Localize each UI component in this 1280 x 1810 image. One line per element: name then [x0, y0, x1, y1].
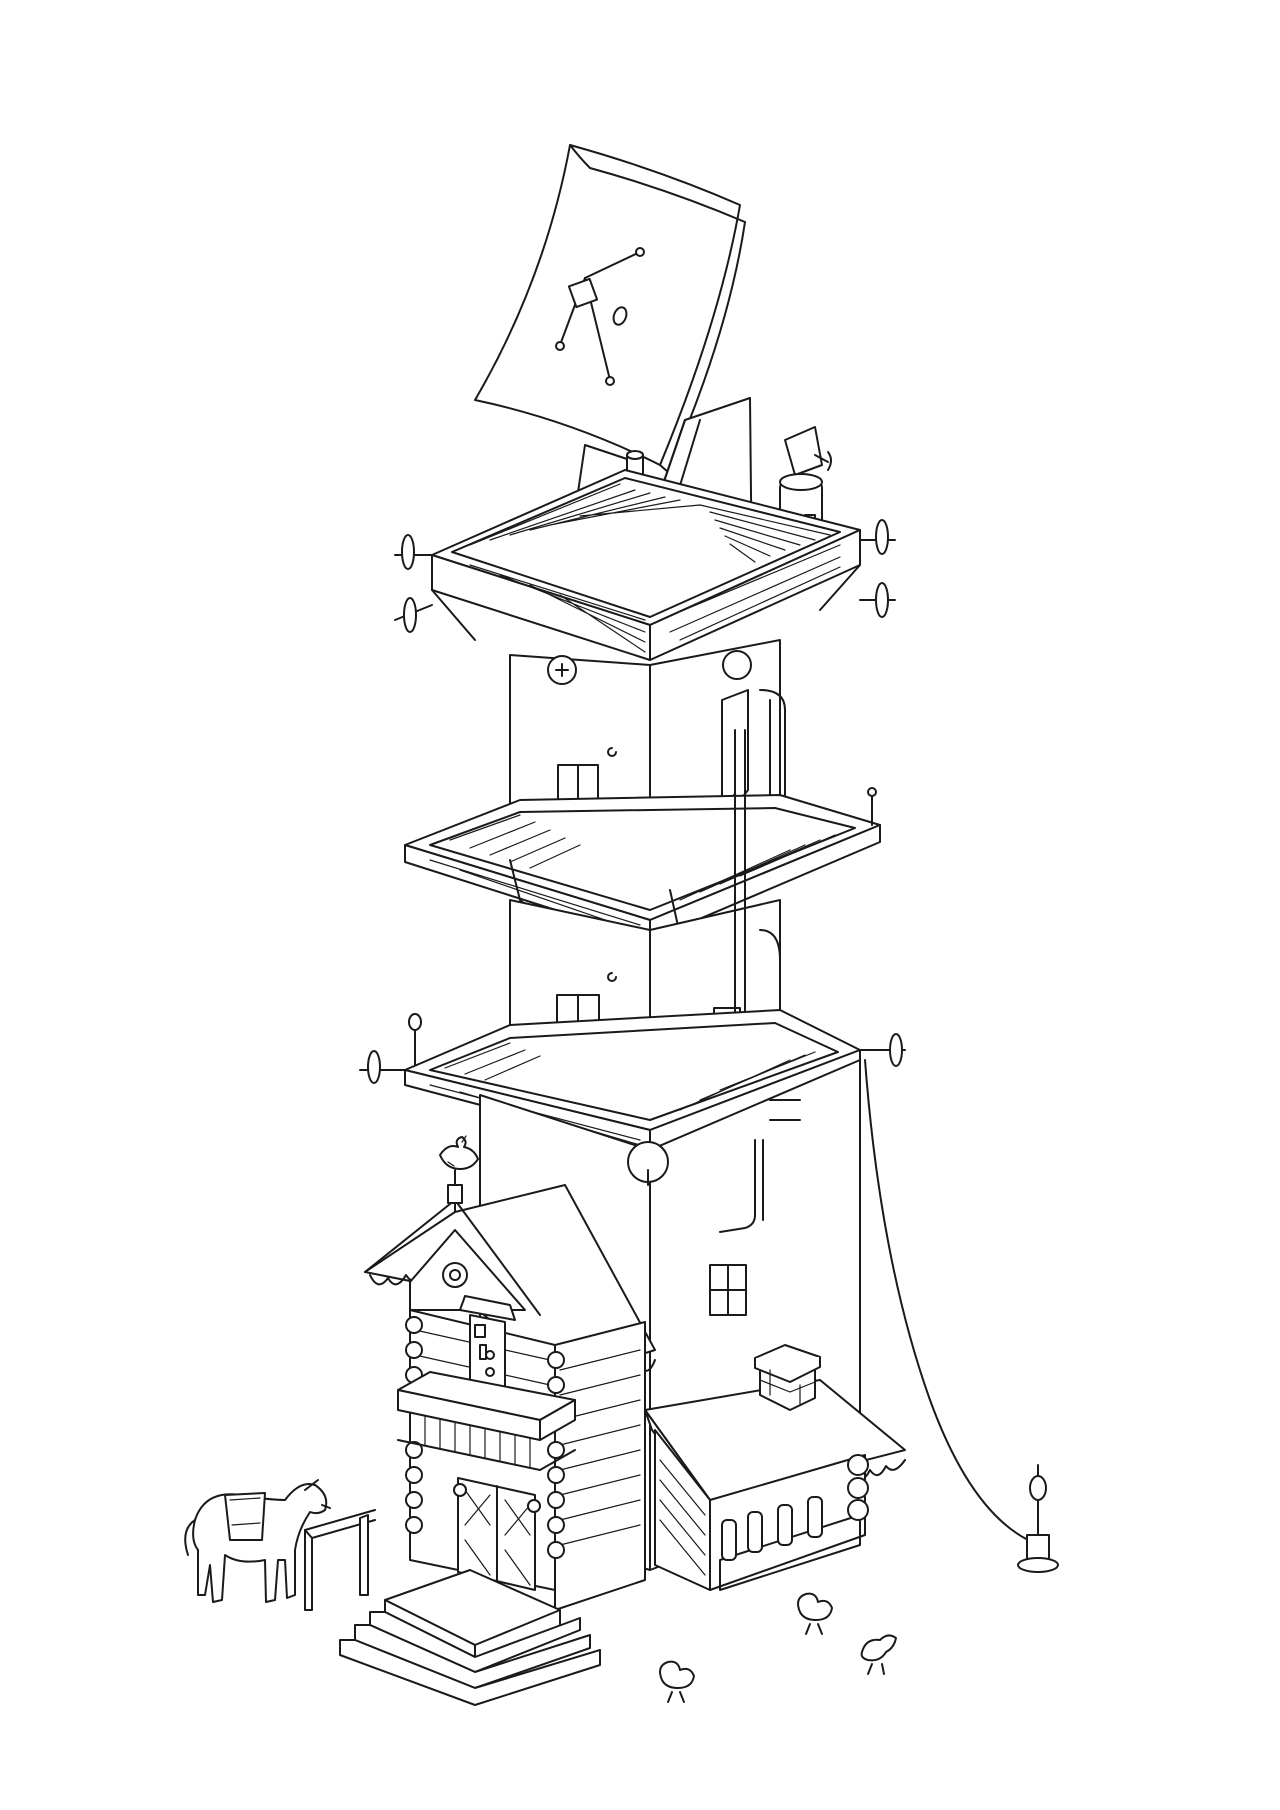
chicken-icon: [798, 1594, 832, 1634]
chicken-icon: [862, 1635, 896, 1674]
platform-icon: [432, 470, 860, 660]
log-cabin-icon: [340, 1185, 655, 1705]
horse-icon: [185, 1480, 330, 1602]
satellite-dish-icon: [475, 145, 745, 472]
lamp-post-icon: [1018, 1465, 1058, 1572]
annex-icon: [645, 1380, 905, 1590]
chimney-icon: [755, 1345, 820, 1410]
rooster-weathervane-icon: [440, 1136, 478, 1203]
pole-markers-top: [395, 520, 895, 632]
hitching-post-icon: [305, 1510, 375, 1610]
chicken-icon: [660, 1662, 694, 1702]
